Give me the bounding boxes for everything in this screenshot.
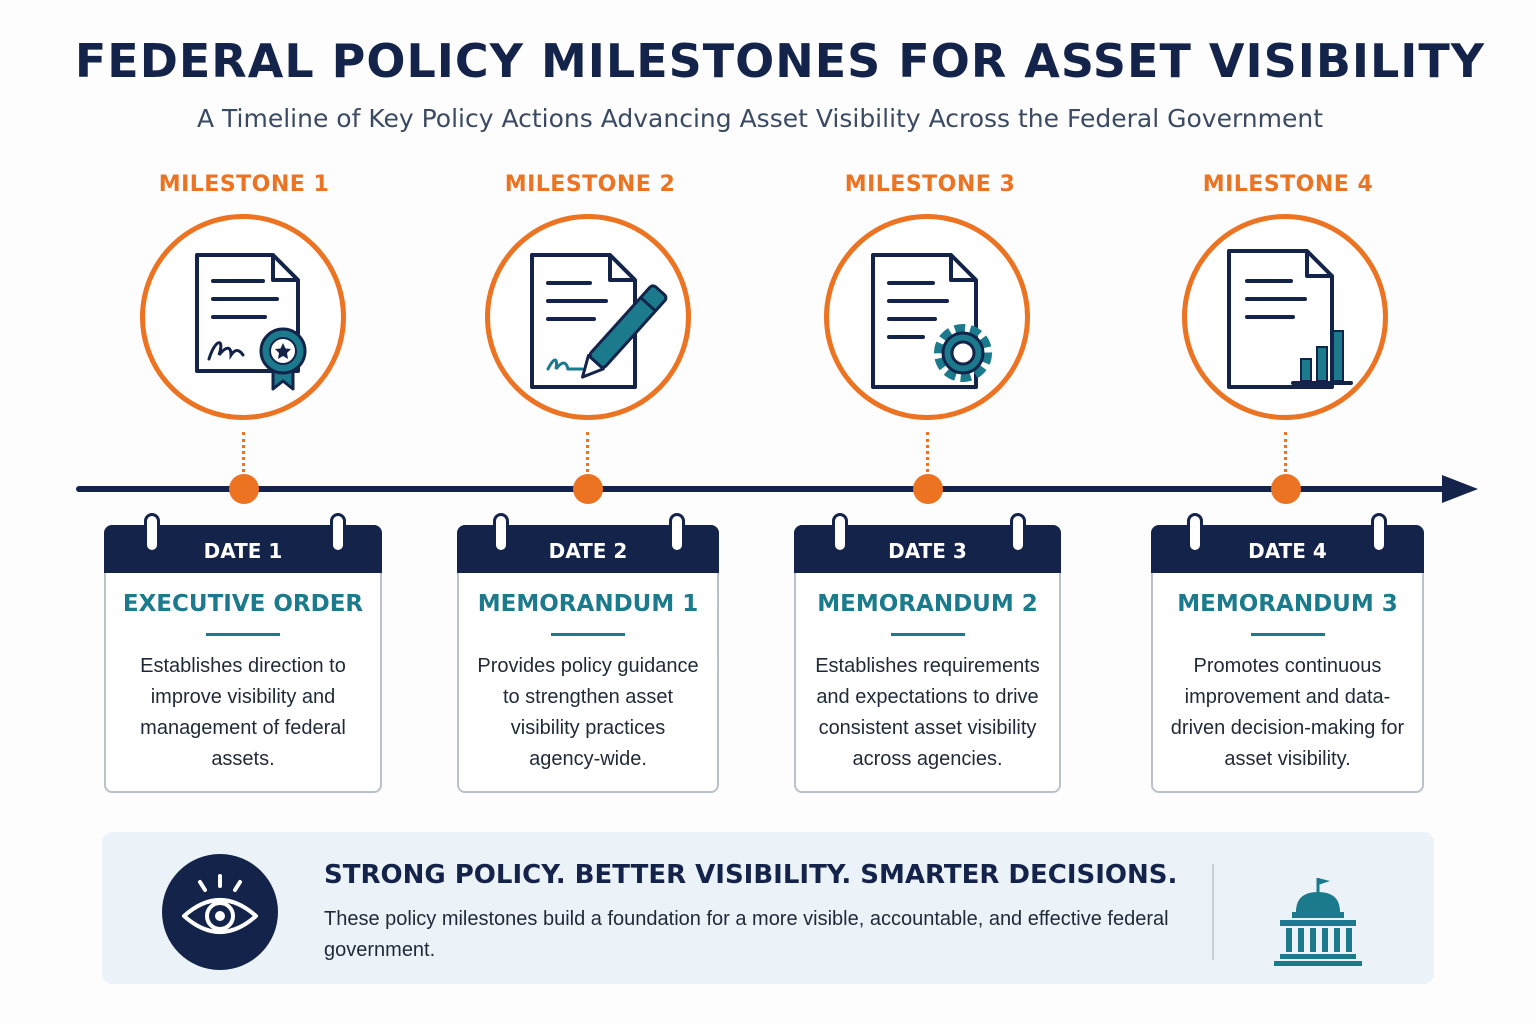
timeline-dot-3 bbox=[913, 474, 943, 504]
milestone-label-1: MILESTONE 1 bbox=[158, 172, 330, 197]
calendar-ring-icon bbox=[832, 513, 848, 553]
page-title: FEDERAL POLICY MILESTONES FOR ASSET VISI… bbox=[74, 34, 1486, 88]
document-gear-icon bbox=[871, 253, 992, 389]
banner-divider bbox=[1212, 864, 1214, 960]
document-chart-icon bbox=[1227, 249, 1353, 389]
timeline-dot-4 bbox=[1271, 474, 1301, 504]
card-title: EXECUTIVE ORDER bbox=[122, 591, 364, 617]
calendar-ring-icon bbox=[1371, 513, 1387, 553]
card-title: MEMORANDUM 2 bbox=[817, 591, 1038, 617]
card-description: Provides policy guidance to strengthen a… bbox=[477, 655, 699, 770]
calendar-ring-icon bbox=[1187, 513, 1203, 553]
banner-heading: STRONG POLICY. BETTER VISIBILITY. SMARTE… bbox=[324, 860, 1178, 890]
calendar-ring-icon bbox=[330, 513, 346, 553]
milestone-card-3: DATE 3 MEMORANDUM 2 Establishes requirem… bbox=[794, 513, 1061, 793]
milestone-icon-circle-4 bbox=[1182, 214, 1388, 420]
card-divider bbox=[206, 633, 280, 636]
milestone-card-4: DATE 4 MEMORANDUM 3 Promotes continuous … bbox=[1151, 513, 1424, 793]
milestone-icon-circle-2 bbox=[485, 214, 691, 420]
arrow-right-icon bbox=[1442, 475, 1478, 503]
card-divider bbox=[551, 633, 625, 636]
milestone-connector-3 bbox=[926, 432, 929, 484]
signed-document-pen-icon bbox=[530, 253, 668, 389]
eye-icon-badge bbox=[162, 854, 278, 970]
timeline-dot-2 bbox=[573, 474, 603, 504]
card-divider bbox=[1250, 633, 1325, 636]
calendar-ring-icon bbox=[1010, 513, 1026, 553]
milestone-connector-2 bbox=[586, 432, 589, 484]
card-description: Promotes continuous improvement and data… bbox=[1170, 655, 1405, 770]
timeline-line bbox=[76, 486, 1446, 492]
summary-banner: STRONG POLICY. BETTER VISIBILITY. SMARTE… bbox=[102, 832, 1434, 984]
timeline-dot-1 bbox=[229, 474, 259, 504]
milestone-icon-circle-3 bbox=[824, 214, 1030, 420]
milestone-connector-4 bbox=[1284, 432, 1287, 484]
capitol-building-icon bbox=[1274, 878, 1362, 966]
eye-icon bbox=[182, 874, 258, 934]
milestone-label-2: MILESTONE 2 bbox=[504, 172, 676, 197]
calendar-ring-icon bbox=[493, 513, 509, 553]
card-description: Establishes direction to improve visibil… bbox=[140, 655, 346, 770]
milestone-label-3: MILESTONE 3 bbox=[844, 172, 1016, 197]
milestone-card-2: DATE 2 MEMORANDUM 1 Provides policy guid… bbox=[457, 513, 719, 793]
card-divider bbox=[890, 633, 965, 636]
milestone-card-1: DATE 1 EXECUTIVE ORDER Establishes direc… bbox=[104, 513, 382, 793]
certificate-document-icon bbox=[195, 253, 307, 391]
card-title: MEMORANDUM 3 bbox=[1177, 591, 1398, 617]
calendar-ring-icon bbox=[144, 513, 160, 553]
page-subtitle: A Timeline of Key Policy Actions Advanci… bbox=[196, 104, 1324, 133]
banner-text: These policy milestones build a foundati… bbox=[324, 908, 1169, 961]
milestone-label-4: MILESTONE 4 bbox=[1202, 172, 1374, 197]
milestone-icon-circle-1 bbox=[140, 214, 346, 420]
milestone-connector-1 bbox=[242, 432, 245, 484]
card-description: Establishes requirements and expectation… bbox=[815, 655, 1040, 770]
card-title: MEMORANDUM 1 bbox=[477, 591, 699, 617]
calendar-ring-icon bbox=[669, 513, 685, 553]
